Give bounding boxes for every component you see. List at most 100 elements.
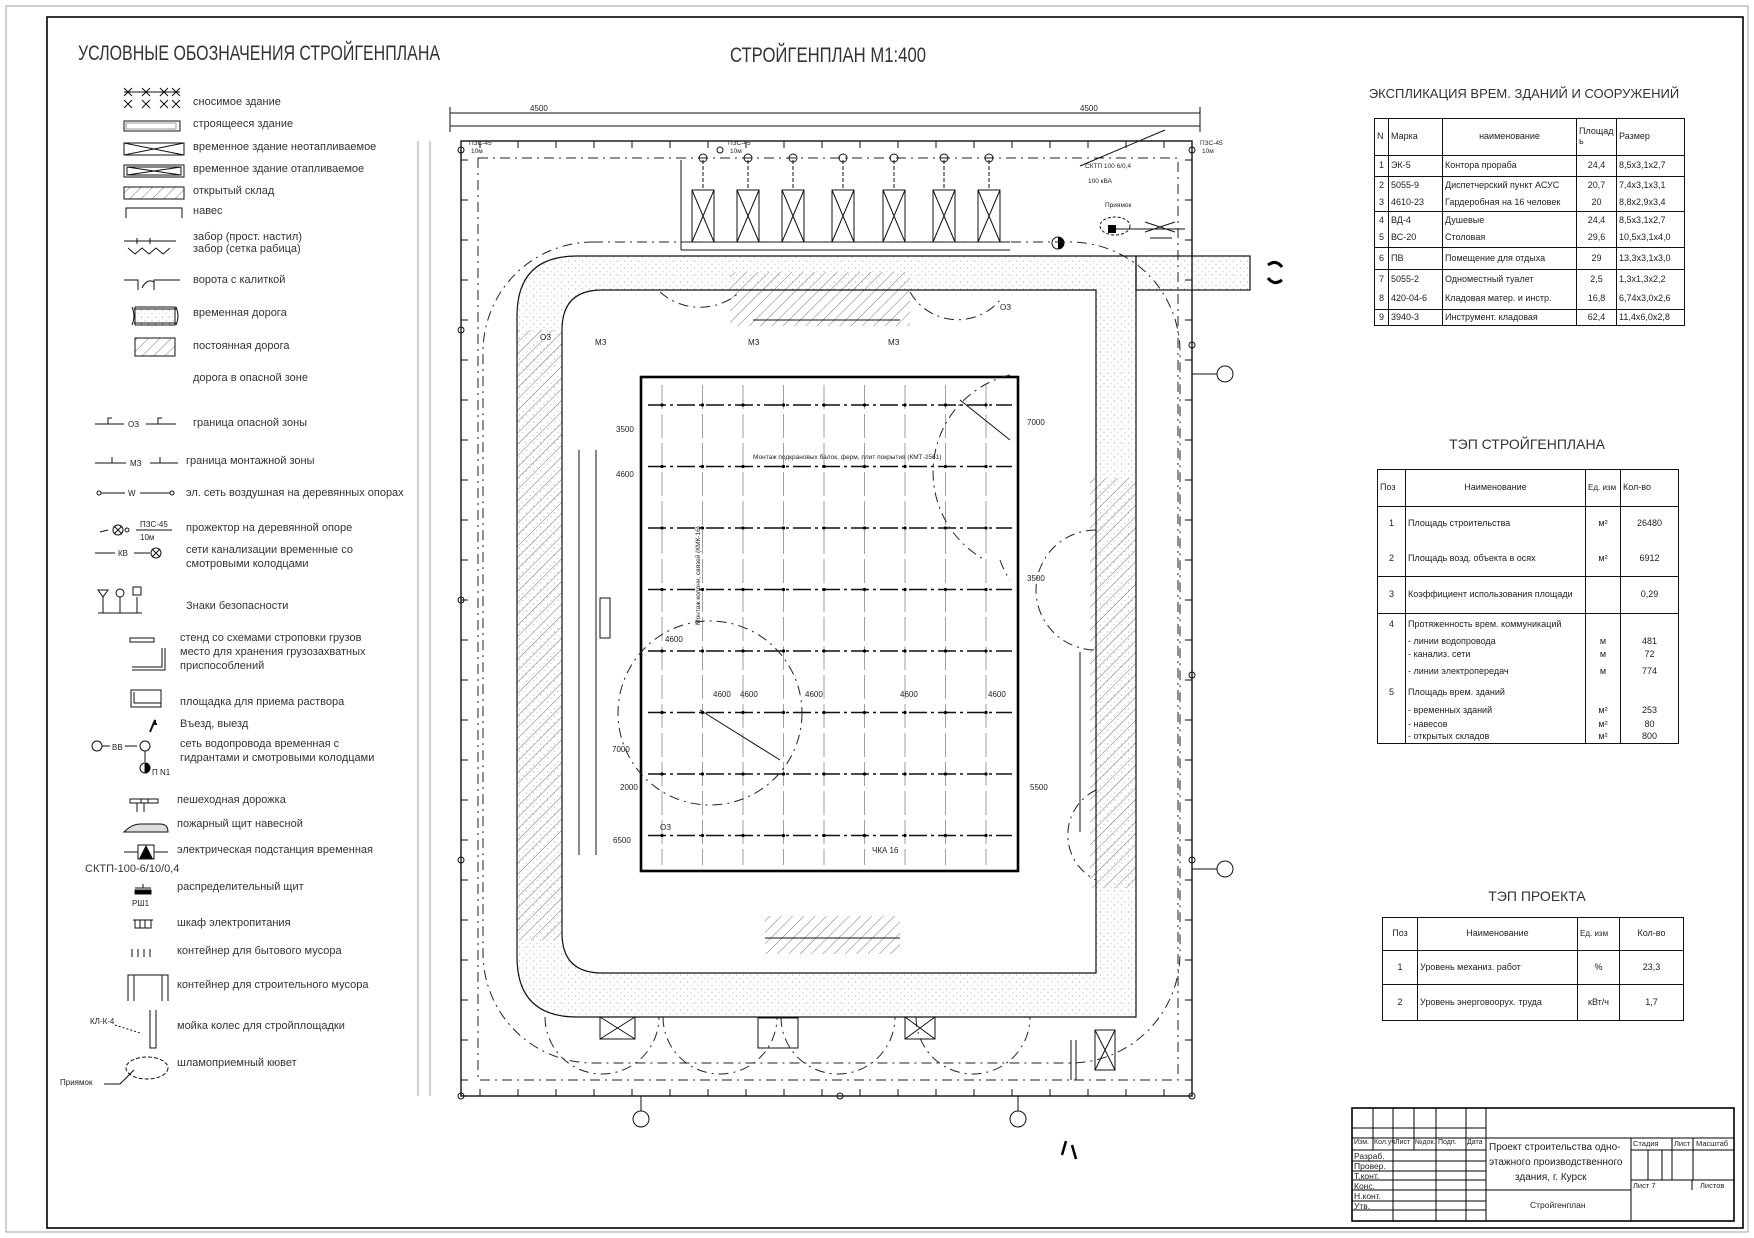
header-cell: Ед. изм bbox=[1585, 469, 1621, 507]
sheet-label: Лист bbox=[1674, 1139, 1691, 1148]
table-cell: Коэффициент использования площади bbox=[1405, 576, 1586, 614]
table-cell: Одноместный туалет bbox=[1442, 269, 1577, 290]
pit-label: Приямок bbox=[1105, 202, 1132, 209]
grid-dim: 4600 bbox=[740, 690, 758, 699]
legend-item-label: временная дорога bbox=[193, 307, 288, 319]
temporary-building bbox=[831, 153, 855, 243]
sheets-label: Листов bbox=[1700, 1181, 1725, 1190]
side-dim: 5500 bbox=[1030, 783, 1048, 792]
table-cell: 80 bbox=[1620, 717, 1679, 732]
sewer-line-icon bbox=[95, 547, 162, 559]
table-cell: 420-04-6 bbox=[1388, 289, 1443, 310]
column bbox=[822, 526, 826, 530]
temp-road-icon bbox=[134, 306, 176, 326]
title-block-lines bbox=[1351, 1107, 1735, 1222]
column bbox=[660, 710, 664, 715]
column bbox=[700, 403, 705, 407]
legend-symbol-label: КВ bbox=[118, 549, 128, 558]
dim-top-right: 4500 bbox=[1080, 104, 1098, 113]
zone-label: МЗ bbox=[595, 338, 607, 347]
column bbox=[741, 772, 745, 776]
danger-zone-boundary-icon bbox=[95, 417, 176, 425]
column bbox=[862, 464, 867, 469]
legend-item-label: стенд со схемами строповки грузов bbox=[180, 632, 362, 644]
header-cell: Ед. изм bbox=[1577, 917, 1620, 951]
scale-label: Масштаб bbox=[1696, 1139, 1729, 1148]
column bbox=[660, 464, 664, 469]
table-cell: 8,5х3,1х2,7 bbox=[1616, 155, 1685, 177]
column bbox=[903, 710, 907, 715]
col-header: №док. bbox=[1415, 1139, 1436, 1146]
header-cell: наименование bbox=[1442, 118, 1577, 156]
projector-label: ПЗС-45 bbox=[728, 140, 751, 147]
table-cell: 7,4х3,1х3,1 bbox=[1616, 176, 1685, 195]
column bbox=[903, 526, 907, 530]
legend-item-label: гидрантами и смотровыми колодцами bbox=[180, 752, 374, 764]
role-label: Провер. bbox=[1354, 1161, 1386, 1171]
crane-note-left: Монтаж колонн, связей (КМК-16) bbox=[694, 526, 702, 625]
legend-symbols bbox=[91, 87, 185, 1085]
table-cell: - линии водопровода bbox=[1405, 635, 1586, 649]
table-cell: ВС-20 bbox=[1388, 229, 1443, 248]
projector-icon bbox=[99, 524, 172, 536]
column bbox=[781, 772, 786, 776]
side-dim: 3500 bbox=[616, 425, 634, 434]
column bbox=[984, 403, 988, 407]
grid-dim: 4600 bbox=[805, 690, 823, 699]
legend-item-label: временное здание отапливаемое bbox=[193, 163, 364, 175]
tep-project-title: ТЭП ПРОЕКТА bbox=[1488, 888, 1586, 904]
column bbox=[862, 833, 867, 838]
table-cell: 3 bbox=[1374, 194, 1389, 212]
column bbox=[660, 587, 664, 592]
entry-exit-arrow-icon bbox=[149, 719, 157, 733]
projector-height: 10м bbox=[1202, 148, 1214, 155]
column bbox=[943, 710, 948, 715]
table-cell: 774 bbox=[1620, 661, 1679, 682]
column bbox=[903, 403, 907, 407]
column bbox=[943, 403, 948, 407]
header-cell: Поз bbox=[1377, 469, 1406, 507]
water-supply-icon bbox=[91, 740, 151, 774]
role-label: Утв. bbox=[1354, 1201, 1371, 1211]
table-cell: 4 bbox=[1377, 613, 1406, 636]
table-cell bbox=[1377, 648, 1406, 662]
column bbox=[822, 464, 826, 469]
table-cell: 8,5х3,1х2,7 bbox=[1616, 211, 1685, 230]
legend-symbol-label: 10м bbox=[140, 533, 154, 542]
grid-dim: 4600 bbox=[713, 690, 731, 699]
side-dim: 6500 bbox=[613, 836, 631, 845]
column bbox=[943, 833, 948, 838]
grid-dim: 4600 bbox=[900, 690, 918, 699]
table-cell: 13,3х3,1х3,0 bbox=[1616, 247, 1685, 270]
projector-icon bbox=[836, 1092, 844, 1100]
table-cell bbox=[1377, 661, 1406, 682]
temporary-building bbox=[932, 153, 956, 243]
grid-axis-columns bbox=[661, 385, 987, 865]
grid-dim: 4600 bbox=[988, 690, 1006, 699]
column bbox=[903, 587, 907, 592]
table-cell: 8,8х2,9х3,4 bbox=[1616, 194, 1685, 212]
column bbox=[822, 833, 826, 838]
canopy-icon bbox=[125, 207, 183, 218]
crane-note-top: Монтаж подкрановых балок, ферм, плит пок… bbox=[753, 453, 941, 461]
table-cell: ПВ bbox=[1388, 247, 1443, 270]
table-cell: 2 bbox=[1377, 541, 1406, 577]
table-cell: 10,5х3,1х4,0 bbox=[1616, 229, 1685, 248]
table-cell: 5 bbox=[1374, 229, 1389, 248]
table-cell: 0,29 bbox=[1620, 576, 1679, 614]
legend-item-label: шламоприемный кювет bbox=[177, 1057, 297, 1069]
site-plan: СТРОЙГЕНПЛАН М1:400 4500 4500 СКТП 100 6… bbox=[417, 43, 1284, 1160]
column bbox=[660, 833, 664, 838]
legend-item-label: шкаф электропитания bbox=[177, 917, 291, 929]
dim-top-left: 4500 bbox=[530, 104, 548, 113]
projector-icon bbox=[457, 1092, 465, 1100]
column bbox=[822, 587, 826, 592]
